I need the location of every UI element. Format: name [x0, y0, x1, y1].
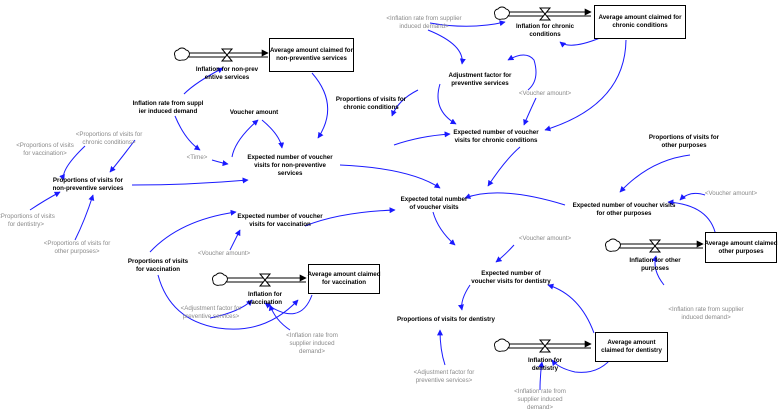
stock-vaccination[interactable]: Average amount claimed for vaccination — [308, 264, 381, 294]
rate-dentistry: Inflation for dentistry — [527, 357, 563, 372]
causal-links — [29, 20, 717, 391]
var-prop-vaccination: Proportions of visits for vaccination — [127, 258, 189, 273]
shadow-time: <Time> — [186, 154, 208, 162]
link — [229, 229, 241, 251]
var-exp-dentistry: Expected number of voucher visits for de… — [471, 270, 551, 285]
link — [29, 191, 61, 211]
link — [391, 89, 419, 117]
shadow-prop-dentistry: <Proportions of visits for dentistry> — [0, 213, 55, 228]
var-prop-chronic: Proportions of visits for chronic condit… — [335, 96, 407, 111]
link — [651, 255, 665, 286]
shadow-adj-vaccination: <Adjustment factor for preventive servic… — [180, 305, 242, 320]
var-infl-supplier-nonprev: Inflation rate from suppl ier induced de… — [132, 100, 204, 115]
rate-other: Inflation for other purposes — [629, 257, 681, 272]
cloud-icon — [174, 47, 190, 61]
shadow-prop-chronic: <Proportions of visits for chronic condi… — [75, 131, 143, 146]
link — [261, 119, 285, 149]
link — [429, 20, 506, 27]
flow-valves — [220, 7, 662, 353]
link — [74, 194, 95, 241]
rate-chronic: Inflation for chronic conditions — [515, 23, 575, 38]
var-exp-nonprev: Expected number of voucher visits for no… — [247, 154, 333, 177]
link — [559, 37, 601, 48]
link — [667, 199, 717, 237]
var-adj-factor: Adjustment factor for preventive service… — [448, 72, 512, 87]
link — [458, 284, 471, 311]
var-exp-other: Expected number of voucher visits for ot… — [572, 202, 676, 217]
link — [304, 207, 396, 227]
shadow-prop-vaccination: <Proportions of visits for vaccination> — [16, 142, 74, 157]
valve-icon — [648, 239, 662, 253]
var-prop-dentistry: Proportions of visits for dentistry — [397, 316, 495, 324]
link — [149, 209, 237, 253]
link — [547, 283, 595, 334]
var-prop-nonprev: Proportions of visits for non-preventive… — [52, 177, 124, 192]
valve-icon — [538, 339, 552, 353]
stock-chronic[interactable]: Average amount claimed for chronic condi… — [594, 5, 686, 39]
link — [544, 39, 627, 132]
shadow-infl-supplier-chronic: <Inflation rate from supplier induced de… — [386, 15, 462, 30]
link — [109, 139, 136, 173]
rate-vaccination: Inflation for vaccination — [247, 291, 283, 306]
valve-icon — [538, 7, 552, 21]
link — [393, 131, 451, 146]
shadow-adj-dentistry: <Adjustment factor for preventive servic… — [413, 369, 475, 384]
link — [268, 304, 291, 331]
link — [131, 177, 249, 186]
link — [174, 115, 201, 151]
shadow-voucher-dentistry: <Voucher amount> — [518, 235, 572, 243]
cloud-icon — [494, 6, 510, 20]
link — [679, 192, 706, 201]
link — [495, 244, 515, 263]
stock-nonprev[interactable]: Average amount claimed for non-preventiv… — [269, 38, 354, 72]
link — [311, 72, 329, 139]
link — [437, 83, 457, 125]
shadow-infl-supplier-dentistry: <Inflation rate from supplier induced de… — [514, 388, 566, 411]
var-voucher-amount: Voucher amount — [229, 109, 279, 117]
link — [339, 164, 441, 189]
link — [619, 154, 691, 193]
shadow-prop-other: <Proportions of visits for other purpose… — [43, 240, 111, 255]
link — [523, 97, 537, 126]
valve-icon — [258, 273, 272, 287]
shadow-voucher-other: <Voucher amount> — [704, 190, 758, 198]
shadow-infl-supplier-other: <Inflation rate from supplier induced de… — [668, 306, 744, 321]
var-prop-other: Proportions of visits for other purposes — [648, 134, 720, 149]
shadow-voucher-vaccination: <Voucher amount> — [197, 250, 251, 258]
var-exp-total: Expected total number of voucher visits — [400, 196, 468, 211]
source-clouds — [174, 6, 621, 352]
shadow-infl-supplier-vaccination: <Inflation rate from supplier induced de… — [286, 332, 338, 355]
rate-nonprev: Inflation for non-prev entive services — [195, 66, 259, 81]
link — [432, 211, 456, 246]
link — [507, 54, 537, 91]
shadow-voucher-chronic: <Voucher amount> — [518, 90, 572, 98]
link — [209, 299, 253, 319]
link — [464, 192, 566, 206]
var-exp-vaccination: Expected number of voucher visits for va… — [237, 213, 323, 228]
link — [183, 67, 224, 95]
cloud-icon — [494, 338, 510, 352]
link — [427, 29, 466, 65]
stock-other[interactable]: Average amount claimed other purposes — [705, 232, 778, 263]
link — [59, 145, 86, 181]
cloud-icon — [212, 272, 228, 286]
link — [211, 159, 229, 167]
link — [487, 146, 521, 187]
valve-icon — [220, 48, 234, 62]
link — [231, 119, 259, 158]
link — [538, 361, 545, 391]
var-exp-chronic: Expected number of voucher visits for ch… — [453, 129, 539, 144]
stock-dentistry[interactable]: Average amount claimed for dentistry — [595, 332, 668, 362]
link — [551, 354, 615, 373]
cloud-icon — [605, 238, 621, 252]
link — [437, 329, 446, 366]
